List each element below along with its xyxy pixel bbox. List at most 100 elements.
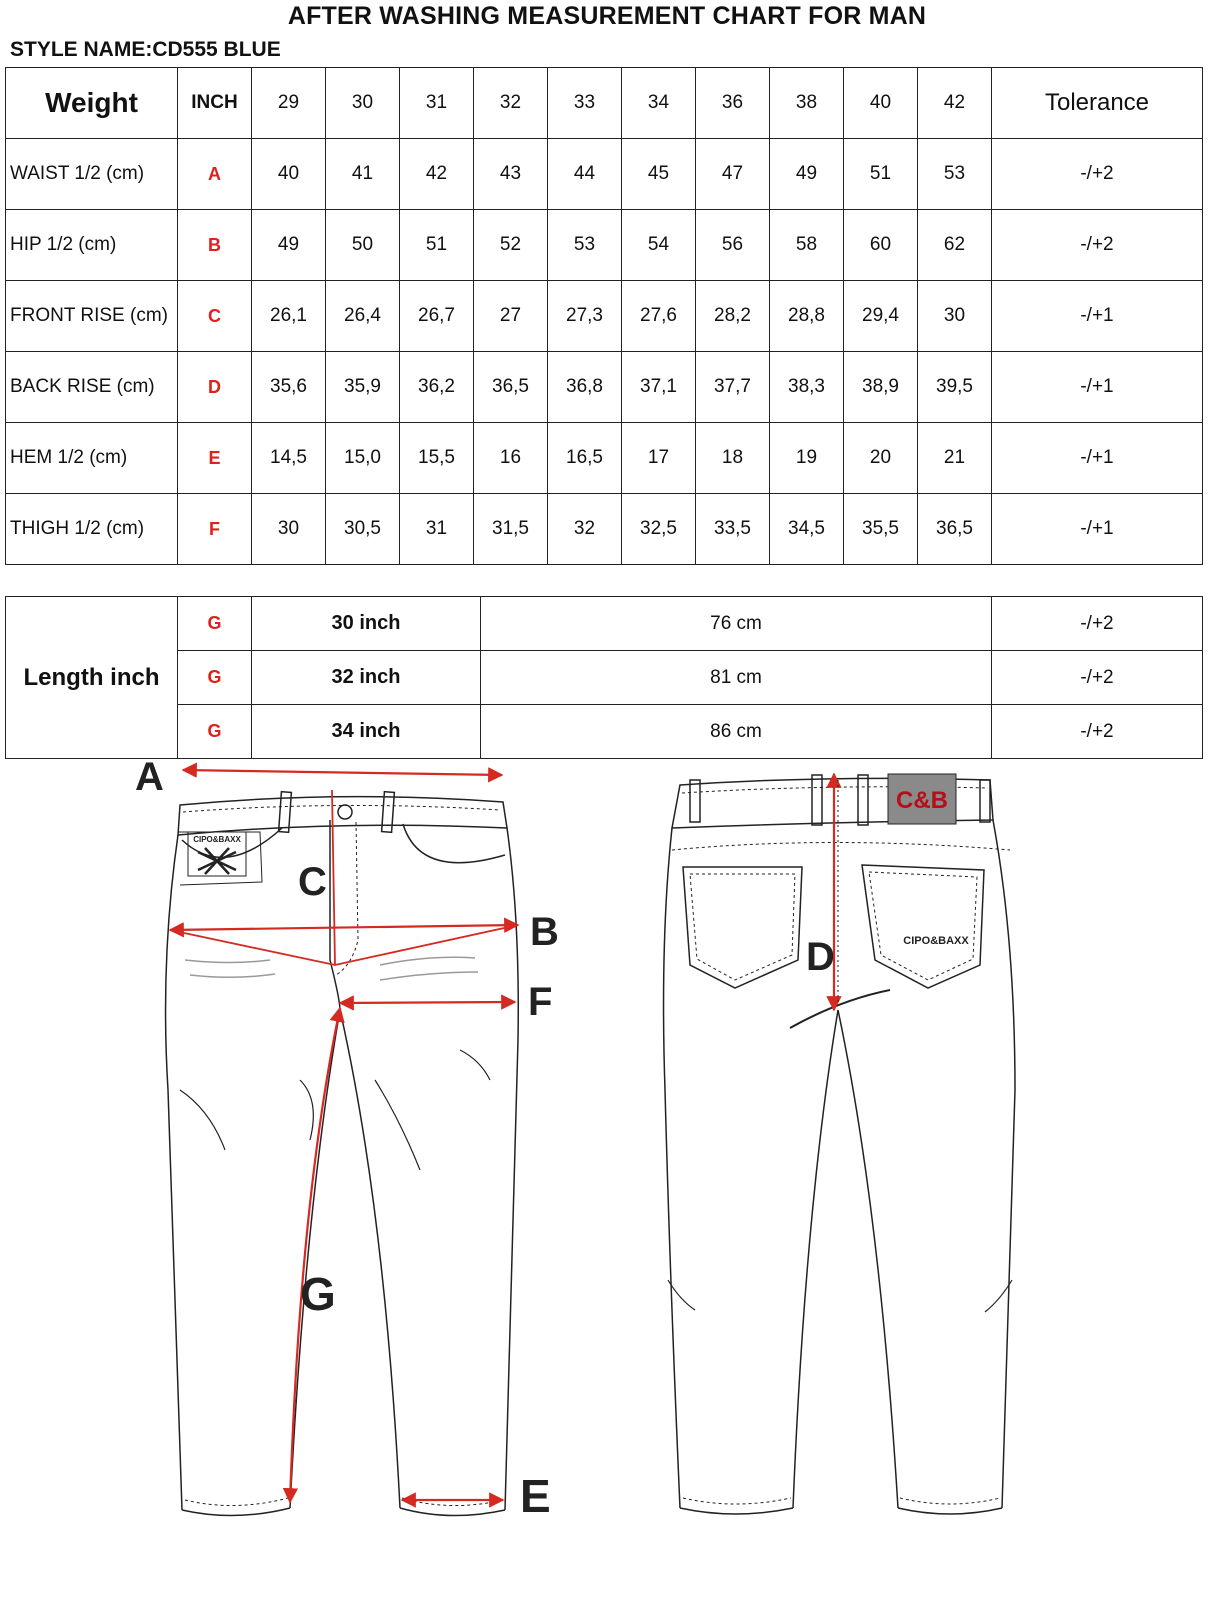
length-cm: 76 cm bbox=[480, 596, 992, 651]
label-f: F bbox=[528, 980, 552, 1024]
measure-hip-guide bbox=[169, 924, 519, 966]
front-wrinkle bbox=[189, 973, 276, 978]
measure-inseam-line bbox=[282, 1006, 345, 1504]
cell: 19 bbox=[769, 422, 844, 494]
size-header: 40 bbox=[843, 67, 918, 139]
front-left-pocket bbox=[181, 827, 283, 859]
back-right-pocket bbox=[861, 864, 985, 989]
cell: 30 bbox=[917, 280, 992, 352]
cell: 36,5 bbox=[917, 493, 992, 565]
length-row: G 34 inch 86 cm -/+2 bbox=[6, 704, 1203, 759]
tolerance-cell: -/+2 bbox=[991, 138, 1203, 210]
measure-thigh-line bbox=[338, 994, 517, 1011]
cell: 36,5 bbox=[473, 351, 548, 423]
back-belt-loop bbox=[979, 779, 991, 823]
cell: 27,3 bbox=[547, 280, 622, 352]
front-right-inseam bbox=[339, 1009, 401, 1509]
cell: 31,5 bbox=[473, 493, 548, 565]
tolerance-cell: -/+2 bbox=[991, 704, 1203, 759]
cell: 32 bbox=[547, 493, 622, 565]
row-label: FRONT RISE (cm) bbox=[5, 280, 178, 352]
label-a: A bbox=[135, 760, 164, 799]
length-cm: 86 cm bbox=[480, 704, 992, 759]
row-code: C bbox=[177, 280, 252, 352]
front-right-hem bbox=[399, 1507, 506, 1517]
front-patch: CIPO&BAXX bbox=[187, 831, 247, 877]
tolerance-cell: -/+1 bbox=[991, 351, 1203, 423]
weight-header: Weight bbox=[5, 67, 178, 139]
front-left-hem bbox=[181, 1507, 291, 1517]
length-row: G 32 inch 81 cm -/+2 bbox=[6, 650, 1203, 705]
measure-hip-line bbox=[168, 917, 520, 938]
length-inch: 30 inch bbox=[251, 596, 481, 651]
cell: 41 bbox=[325, 138, 400, 210]
row-label: WAIST 1/2 (cm) bbox=[5, 138, 178, 210]
cell: 37,7 bbox=[695, 351, 770, 423]
table-row: HIP 1/2 (cm) B 49 50 51 52 53 54 56 58 6… bbox=[5, 209, 1203, 281]
row-label: HIP 1/2 (cm) bbox=[5, 209, 178, 281]
row-code: B bbox=[177, 209, 252, 281]
back-belt-loop bbox=[857, 774, 869, 826]
back-wrinkle bbox=[667, 1279, 696, 1311]
cell: 16,5 bbox=[547, 422, 622, 494]
tolerance-cell: -/+1 bbox=[991, 422, 1203, 494]
row-code: E bbox=[177, 422, 252, 494]
cell: 20 bbox=[843, 422, 918, 494]
cell: 36,8 bbox=[547, 351, 622, 423]
size-header: 38 bbox=[769, 67, 844, 139]
front-wrinkle bbox=[379, 956, 476, 966]
back-yoke bbox=[671, 842, 1011, 851]
front-belt-loop bbox=[380, 790, 396, 834]
cell: 27 bbox=[473, 280, 548, 352]
back-view bbox=[662, 774, 1016, 1515]
back-left-hem-stitch bbox=[682, 1497, 792, 1505]
front-left-hem-stitch bbox=[184, 1497, 289, 1507]
front-left-inseam bbox=[289, 1009, 341, 1509]
cell: 50 bbox=[325, 209, 400, 281]
cell: 18 bbox=[695, 422, 770, 494]
cell: 33,5 bbox=[695, 493, 770, 565]
front-right-pocket bbox=[402, 823, 506, 864]
row-label: BACK RISE (cm) bbox=[5, 351, 178, 423]
size-header: 36 bbox=[695, 67, 770, 139]
size-header: 30 bbox=[325, 67, 400, 139]
length-cm: 81 cm bbox=[480, 650, 992, 705]
measurement-table: Weight INCH 29 30 31 32 33 34 36 38 40 4… bbox=[5, 67, 1203, 565]
measure-lines bbox=[168, 762, 842, 1508]
front-left-outseam bbox=[164, 834, 183, 1511]
patch-logo-icon bbox=[197, 847, 237, 875]
front-view bbox=[164, 790, 520, 1517]
row-label: HEM 1/2 (cm) bbox=[5, 422, 178, 494]
front-belt-loop bbox=[277, 790, 293, 834]
cell: 29,4 bbox=[843, 280, 918, 352]
front-wrinkle bbox=[379, 971, 479, 981]
cell: 35,9 bbox=[325, 351, 400, 423]
table-row: BACK RISE (cm) D 35,6 35,9 36,2 36,5 36,… bbox=[5, 351, 1203, 423]
label-d: D bbox=[806, 935, 835, 979]
tolerance-cell: -/+2 bbox=[991, 650, 1203, 705]
front-patch-text: CIPO&BAXX bbox=[193, 835, 241, 844]
tolerance-header: Tolerance bbox=[991, 67, 1203, 139]
cell: 53 bbox=[547, 209, 622, 281]
cell: 51 bbox=[399, 209, 474, 281]
back-right-outseam bbox=[992, 819, 1016, 1509]
front-fly-stitch bbox=[335, 821, 359, 976]
cell: 37,1 bbox=[621, 351, 696, 423]
cell: 17 bbox=[621, 422, 696, 494]
back-left-hem bbox=[679, 1507, 794, 1515]
measure-front-rise-line bbox=[331, 789, 336, 966]
length-inch: 34 inch bbox=[251, 704, 481, 759]
brand-tag-text: C&B bbox=[896, 787, 948, 814]
table-row: HEM 1/2 (cm) E 14,5 15,0 15,5 16 16,5 17… bbox=[5, 422, 1203, 494]
table-row: THIGH 1/2 (cm) F 30 30,5 31 31,5 32 32,5… bbox=[5, 493, 1203, 565]
back-belt-loop bbox=[689, 779, 701, 823]
tolerance-cell: -/+2 bbox=[991, 209, 1203, 281]
back-left-pocket-stitch bbox=[689, 873, 796, 981]
size-header: 33 bbox=[547, 67, 622, 139]
cell: 35,5 bbox=[843, 493, 918, 565]
cell: 60 bbox=[843, 209, 918, 281]
label-e: E bbox=[520, 1470, 551, 1522]
length-table: Length inch G 30 inch 76 cm -/+2 G 32 in… bbox=[5, 596, 1203, 759]
back-wrinkle bbox=[984, 1279, 1013, 1313]
back-right-hem-stitch bbox=[899, 1497, 1001, 1505]
